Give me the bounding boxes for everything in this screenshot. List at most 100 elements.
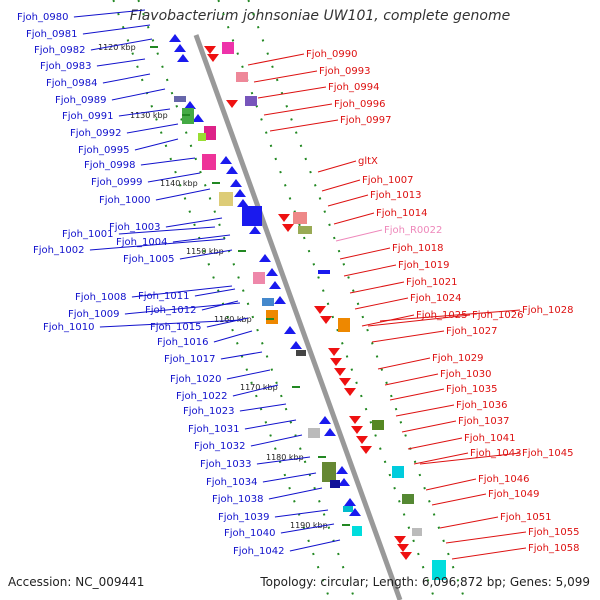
- gene-leader-line: [413, 452, 469, 465]
- gene-label-right: Fjoh_1030: [440, 369, 491, 380]
- map-title: Flavobacterium johnsoniae UW101, complet…: [129, 8, 511, 24]
- gene-feature: [392, 466, 404, 478]
- gene-label-right: Fjoh_1021: [406, 277, 457, 288]
- gene-label-left: Fjoh_0980: [17, 12, 68, 23]
- gene-feature: [330, 480, 340, 488]
- gene-leader-line: [262, 472, 317, 483]
- gene-feature: [253, 272, 265, 284]
- gene-arrow: [338, 478, 350, 486]
- gene-label-right: Fjoh_1049: [488, 489, 539, 500]
- gene-feature: [204, 126, 216, 140]
- gene-feature: [343, 506, 353, 512]
- gene-label-left: Fjoh_0999: [91, 177, 142, 188]
- gene-label-left: Fjoh_0981: [26, 29, 77, 40]
- gene-feature: [318, 270, 330, 274]
- label-layer: Fjoh_0980Fjoh_0981Fjoh_0982Fjoh_0983Fjoh…: [17, 12, 579, 557]
- gene-arrow: [394, 536, 406, 544]
- gene-label-right: Fjoh_1037: [458, 416, 509, 427]
- gene-feature: [296, 350, 306, 356]
- gene-leader-line: [147, 172, 201, 183]
- gene-label-left: Fjoh_1020: [170, 374, 221, 385]
- gene-label-left: Fjoh_0989: [55, 95, 106, 106]
- gene-label-right: Fjoh_1035: [446, 384, 497, 395]
- gene-leader-line: [99, 319, 243, 328]
- backbone-layer: [193, 34, 403, 600]
- gene-leader-line: [96, 58, 146, 67]
- gene-feature: [236, 72, 248, 82]
- gene-feature: [202, 154, 216, 170]
- gene-label-right: Fjoh_1028: [522, 305, 573, 316]
- gene-label-left: Fjoh_1034: [206, 477, 257, 488]
- gene-label-left: Fjoh_1023: [183, 406, 234, 417]
- gene-leader-line: [384, 373, 439, 386]
- gene-label-left: Fjoh_0995: [78, 145, 129, 156]
- gene-label-left: Fjoh_1008: [75, 292, 126, 303]
- genome-backbone: [193, 34, 403, 600]
- gene-feature: [293, 212, 307, 224]
- gene-leader-line: [431, 493, 487, 506]
- gene-label-right: Fjoh_1019: [398, 260, 449, 271]
- gene-label-right: Fjoh_1041: [464, 433, 515, 444]
- gene-arrow: [184, 101, 196, 109]
- gene-leader-line: [131, 285, 233, 298]
- gene-label-right: Fjoh_1046: [478, 474, 529, 485]
- gene-leader-line: [274, 509, 329, 518]
- gene-leader-line: [289, 539, 341, 552]
- gene-label-left: Fjoh_1001: [62, 229, 113, 240]
- gene-label-right: Fjoh_1027: [446, 326, 497, 337]
- gene-label-left: Fjoh_0982: [34, 45, 85, 56]
- gene-feature: [242, 206, 262, 226]
- gene-feature: [174, 96, 186, 102]
- gene-leader-line: [371, 330, 445, 343]
- accession-label: Accession: NC_009441: [8, 575, 145, 589]
- gene-label-left: Fjoh_1031: [188, 424, 239, 435]
- gene-arrow: [274, 296, 286, 304]
- gene-label-left: Fjoh_1002: [33, 245, 84, 256]
- gene-label-left: Fjoh_1033: [200, 459, 251, 470]
- gene-feature: [298, 226, 312, 234]
- gene-leader-line: [333, 212, 375, 225]
- scale-label: 1160 kbp: [214, 315, 252, 324]
- gene-label-left: Fjoh_1004: [116, 237, 167, 248]
- gene-arrow: [237, 199, 249, 207]
- gene-label-right: Fjoh_1051: [500, 512, 551, 523]
- gene-label-left: Fjoh_1042: [233, 546, 284, 557]
- gene-leader-line: [124, 302, 241, 315]
- gene-leader-line: [220, 351, 263, 360]
- gene-arrow: [344, 498, 356, 506]
- gene-label-left: Fjoh_1010: [43, 322, 94, 333]
- scale-label: 1120 kbp: [98, 43, 136, 52]
- gene-label-right: Fjoh_0997: [340, 115, 391, 126]
- gene-label-right: Fjoh_0994: [328, 82, 379, 93]
- gene-leader-line: [165, 217, 223, 228]
- gene-label-left: Fjoh_0992: [70, 128, 121, 139]
- gene-leader-line: [395, 404, 455, 417]
- gene-leader-line: [201, 300, 239, 311]
- gene-leader-line: [247, 53, 305, 66]
- gene-arrow: [349, 416, 361, 424]
- gene-arrow: [328, 348, 340, 356]
- gene-leader-line: [206, 317, 249, 328]
- gene-arrow: [169, 34, 181, 42]
- gene-label-right: Fjoh_0990: [306, 49, 357, 60]
- gene-label-left: Fjoh_1003: [109, 222, 160, 233]
- gene-label-right: Fjoh_1013: [370, 190, 421, 201]
- gene-label-left: Fjoh_1000: [99, 195, 150, 206]
- features-layer: [169, 34, 446, 580]
- gene-leader-line: [263, 103, 333, 116]
- gene-label-left: Fjoh_1009: [68, 309, 119, 320]
- gene-leader-line: [126, 123, 179, 134]
- gene-arrow: [290, 341, 302, 349]
- gene-label-left: Fjoh_1032: [194, 441, 245, 452]
- gene-arrow: [207, 54, 219, 62]
- gene-label-left: Fjoh_0998: [84, 160, 135, 171]
- scale-label: 1140 kbp: [160, 179, 198, 188]
- gene-label-left: Fjoh_0983: [40, 61, 91, 72]
- gene-arrow: [177, 54, 189, 62]
- gene-arrow: [226, 100, 238, 108]
- gene-label-left: Fjoh_1011: [138, 291, 189, 302]
- gene-feature: [352, 526, 362, 536]
- gene-label-right: Fjoh_1043: [470, 448, 521, 459]
